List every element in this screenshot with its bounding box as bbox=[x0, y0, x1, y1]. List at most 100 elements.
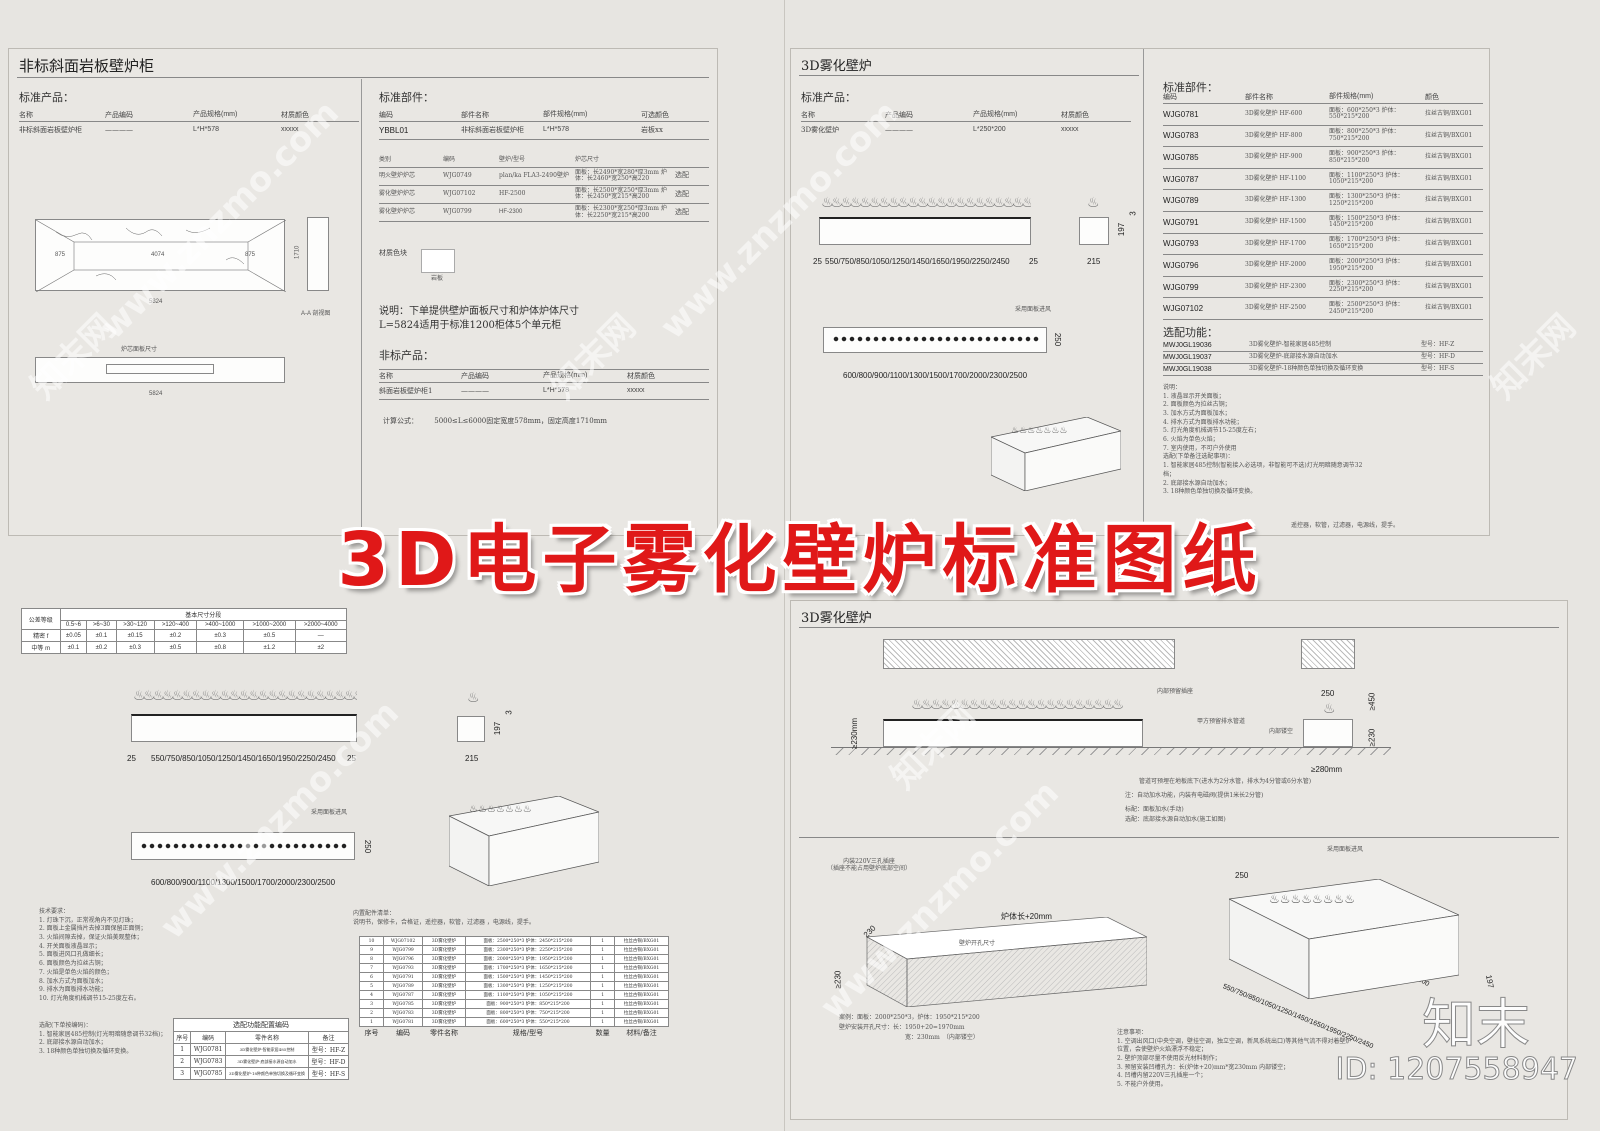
cell: 5 bbox=[359, 981, 384, 991]
note-line: 2. 面板颜色为拉丝古铜； bbox=[1163, 401, 1231, 409]
cell: 型号：HF-Z bbox=[308, 1043, 349, 1056]
cell: 拉丝古铜/BXG01 bbox=[614, 999, 669, 1009]
sheet-3d-fireplace-install: 3D雾化壁炉 ♨♨♨♨♨♨♨♨♨♨♨♨♨♨♨♨♨♨♨♨♨♨ ≥230mm 内部预… bbox=[790, 600, 1568, 1120]
formula: 计算公式： 5000≤L≤6000固定宽度578mm，固定高度1710mm bbox=[383, 417, 607, 425]
col-header: 序号 bbox=[172, 1031, 192, 1044]
cell: 雾化壁炉炉芯 bbox=[379, 208, 416, 216]
height-dim: 197 bbox=[493, 721, 503, 736]
note-line: 1. 智能家居485控制(灯光明暗随意调节32档)； bbox=[39, 1030, 167, 1038]
cutout-iso-view bbox=[847, 916, 1149, 1008]
cell: 面板：2000*250*3 炉体：1950*215*200 bbox=[464, 954, 592, 964]
standard-note: 标配：面板加水(手动) bbox=[1125, 806, 1184, 813]
cell: 3D雾化壁炉 HF-1300 bbox=[1245, 196, 1306, 204]
col-header: 规格/型号 bbox=[512, 1029, 544, 1037]
cabinet-section-view bbox=[307, 217, 329, 291]
col-header: 产品规格(mm) bbox=[543, 372, 588, 379]
core-parts-table: 类别 编码 壁炉/型号 炉芯尺寸 明火壁炉炉芯 WJG0749 plan/ka … bbox=[379, 156, 709, 223]
options-heading: 选配功能： bbox=[1163, 325, 1218, 339]
cell: WJG0787 bbox=[382, 990, 424, 1000]
cell: 面板：2000*250*3 炉体：1950*215*200 bbox=[1329, 257, 1404, 272]
svg-text:♨♨♨♨♨♨♨: ♨♨♨♨♨♨♨ bbox=[469, 804, 532, 815]
cell: 拉丝古铜/BXG01 bbox=[1425, 174, 1473, 182]
cell: 面板：1500*250*3 炉体：1450*215*200 bbox=[1329, 214, 1404, 229]
col-header: 部件名称 bbox=[1245, 93, 1273, 101]
cell: 1 bbox=[590, 1008, 616, 1018]
col-header: 材料/备注 bbox=[626, 1029, 657, 1037]
cabinet-front-elevation bbox=[35, 219, 286, 292]
cell: WJG07102 bbox=[382, 936, 424, 946]
cell: WJG0796 bbox=[382, 954, 424, 964]
fireplace-side-view bbox=[457, 716, 485, 742]
col-header: 产品规格(mm) bbox=[193, 111, 238, 118]
watermark-cn: 知末网 bbox=[1483, 306, 1584, 408]
iso-panel-label: 采用面板进风 bbox=[1327, 846, 1364, 853]
col-header: 类别 bbox=[379, 156, 392, 163]
cell: 3 bbox=[359, 999, 384, 1009]
cell: WJG0799 bbox=[382, 945, 424, 955]
col-header: 备注 bbox=[308, 1031, 349, 1044]
side-dim-right: 25 bbox=[347, 754, 356, 763]
col-header: 壁炉/型号 bbox=[499, 156, 526, 163]
cell: xxxxx bbox=[281, 126, 299, 134]
tolerance-table: 公差等级 基本尺寸分段 0.5~6 >6~30 >30~120 >120~400… bbox=[21, 608, 348, 654]
range-header: >2000~4000 bbox=[294, 620, 348, 630]
cell: 拉丝古铜/BXG01 bbox=[614, 954, 669, 964]
cell: WJG0785 bbox=[382, 999, 424, 1009]
front-dim-total: 5824 bbox=[149, 299, 163, 305]
cell: 面板：1100*250*3 炉体：1050*215*200 bbox=[1329, 171, 1404, 186]
side-dim-left: 25 bbox=[813, 257, 822, 266]
cell: ±0.1 bbox=[59, 641, 88, 654]
thickness-dim: 3 bbox=[1128, 211, 1138, 216]
flame-icon: ♨ bbox=[1087, 195, 1100, 211]
sheet1-std-products-heading: 标准产品： bbox=[19, 91, 74, 104]
cell: WJG0749 bbox=[443, 171, 472, 179]
panel-height-dim: 250 bbox=[363, 839, 373, 854]
note-line: 选配(下单按编码)： bbox=[39, 1022, 92, 1029]
accessories-items: 说明书，保修卡，合格证，遥控器，软管，过滤器 ，电源线，提手。 bbox=[353, 918, 535, 926]
note-line: 1. 灯珠下沉，正常视角内不见灯珠； bbox=[39, 916, 137, 924]
col-header: 产品规格(mm) bbox=[973, 111, 1018, 118]
caution-line: 4. 凹槽内留220V三孔插座一个； bbox=[1117, 1072, 1207, 1080]
iso-height-dim: 250 bbox=[1235, 871, 1249, 880]
fireplace-iso-view: ♨♨♨♨♨♨♨ bbox=[447, 795, 601, 887]
formula-label: 计算公式： bbox=[383, 417, 418, 425]
cell: 3D雾化壁炉 bbox=[422, 945, 466, 955]
plan-dim-total: 5824 bbox=[149, 391, 163, 397]
fireplace-side-view bbox=[1079, 217, 1109, 245]
sheet1-std-products-table: 名称 产品编码 产品规格(mm) 材质颜色 非标斜面岩板壁炉柜 ———— L*H… bbox=[19, 111, 359, 134]
cell: 3D雾化壁炉 bbox=[422, 1017, 466, 1027]
cell: 拉丝古铜/BXG01 bbox=[1425, 218, 1473, 226]
svg-text:♨♨♨♨♨♨♨: ♨♨♨♨♨♨♨ bbox=[1011, 426, 1067, 436]
flame-icon: ♨ bbox=[1323, 701, 1336, 717]
grade: 精密 f bbox=[21, 629, 61, 642]
cell: 3D雾化壁炉-18种颜色单独切换及循环变换 bbox=[224, 1067, 310, 1080]
auto-water-note: 注：自动加水功能，内装有电磁阀(提供1米长2分管) bbox=[1125, 792, 1264, 799]
caution-line: 3. 预留安装凹槽孔为：长(炉体+20)mm*宽230mm 内部镂空； bbox=[1117, 1063, 1290, 1071]
cell: 拉丝古铜/BXG01 bbox=[1425, 239, 1473, 247]
cell: ±1.2 bbox=[243, 641, 296, 654]
sheet-3d-fireplace-spec: 3D雾化壁炉 标准产品： 名称 产品编码 产品规格(mm) 材质颜色 3D雾化壁… bbox=[790, 48, 1490, 537]
cell: xxxxx bbox=[1061, 126, 1079, 134]
col-header: 颜色 bbox=[1425, 93, 1439, 101]
cell: MWJ0GL19036 bbox=[1163, 341, 1212, 349]
cell: 拉丝古铜/BXG01 bbox=[1425, 196, 1473, 204]
cell: 斜面岩板壁炉柜1 bbox=[379, 387, 433, 396]
cell: 3D雾化壁炉 HF-1100 bbox=[1245, 174, 1306, 182]
note-line: 6. 面板颜色为拉丝古铜； bbox=[39, 960, 107, 968]
front-dim-right: 875 bbox=[245, 252, 256, 258]
cell: 3D雾化壁炉 bbox=[422, 990, 466, 1000]
cell: 8 bbox=[359, 954, 384, 964]
cell: 面板：2300*250*3 炉体：2250*215*200 bbox=[464, 945, 592, 955]
cell: ———— bbox=[885, 126, 913, 135]
cell: 6 bbox=[359, 972, 384, 982]
grade: 中等 m bbox=[21, 641, 61, 654]
col-header: 产品编码 bbox=[885, 111, 913, 119]
width-top-dim: 250 bbox=[1321, 689, 1335, 698]
